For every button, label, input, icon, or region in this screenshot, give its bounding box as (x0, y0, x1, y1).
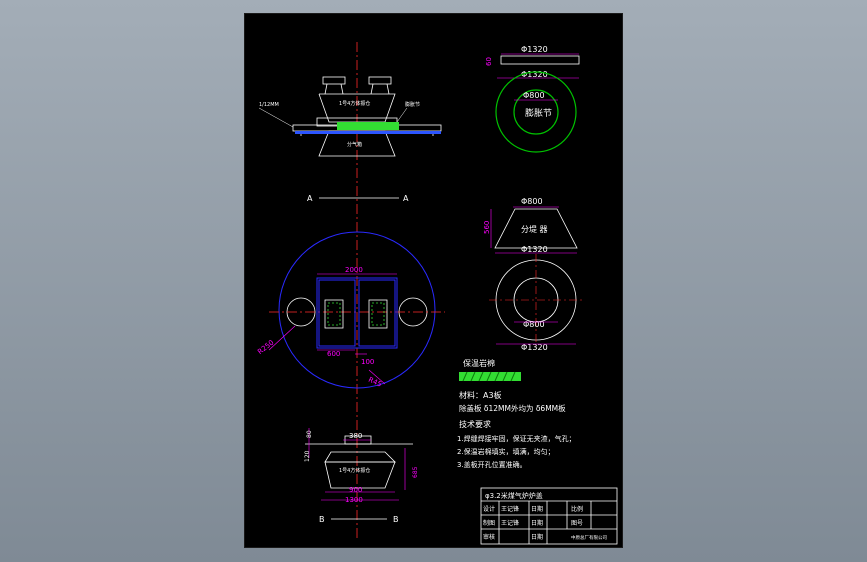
notes-tech-title: 技术要求 (459, 419, 491, 429)
section-b-left-label: B (319, 515, 325, 524)
drawing-canvas: 1/12MM 1号4方体振仓 膨胀节 分气箱 A A 2000 R250 600… (256, 42, 618, 545)
distributor-dim-height: 560 (483, 221, 491, 234)
expansion-joint-plate (500, 55, 580, 65)
plan-dim-100: 100 (361, 358, 374, 366)
section-b-dimensions (308, 428, 406, 501)
section-b-dim-120: 120 (304, 450, 311, 462)
expansion-joint-dim-top: Φ1320 (521, 45, 548, 54)
insulation-band-top (337, 122, 399, 130)
title-block-designer: 王记锋 (501, 505, 519, 513)
section-b-dim-80: 80 (306, 430, 313, 438)
section-b-dim-1300: 1300 (345, 496, 363, 504)
distributor-body (494, 208, 578, 249)
expansion-joint-dim-60: 60 (485, 57, 493, 66)
plan-openings (324, 299, 388, 329)
section-b-dim-685: 685 (412, 466, 419, 478)
section-a-right-label: A (403, 194, 409, 203)
legend-hatch (462, 371, 516, 382)
title-block-drafter: 王记锋 (501, 519, 519, 527)
expansion-joint-inner-ring (513, 89, 559, 135)
title-block-review: 审核 (483, 533, 495, 541)
top-view-lower-label: 分气箱 (347, 141, 362, 148)
notes-req1: 1.焊缝焊接牢固，保证无夹渣，气孔； (457, 434, 576, 443)
plan-dim-600: 600 (327, 350, 340, 358)
distributor-dim-inner: Φ800 (523, 320, 545, 329)
plan-boxes (316, 277, 398, 349)
title-block-design: 设计 (483, 505, 495, 513)
notes-material: 材料：A3板 (459, 390, 502, 400)
insulation-strip-top (295, 131, 441, 134)
leader-left (258, 107, 294, 128)
title-block-drawing: 制图 (483, 519, 495, 527)
distributor-label: 分堤 器 (521, 224, 548, 234)
title-block-date2: 日期 (531, 519, 543, 527)
section-b-dim-900: 900 (349, 486, 362, 494)
title-block-drawing-no: 图号 (571, 520, 583, 527)
expansion-joint-plan-dim: Φ1320 (521, 70, 548, 79)
plan-dim-r250: R250 (256, 339, 275, 357)
top-view-center-label: 1号4方体振仓 (339, 100, 370, 107)
title-block-title: φ3.2米煤气炉炉盖 (485, 491, 543, 500)
expansion-joint-dim-inner: Φ800 (523, 91, 545, 100)
title-block-scale: 比例 (571, 505, 583, 513)
top-view (292, 76, 442, 157)
expansion-joint-outer-ring (495, 71, 577, 153)
legend-swatch (459, 372, 521, 381)
title-block-grid (480, 487, 618, 545)
title-block-date3: 日期 (531, 533, 543, 541)
top-view-right-label: 膨胀节 (405, 101, 420, 108)
notes-plate: 除盖板 δ12MM外均为 δ6MM板 (459, 403, 566, 413)
distributor-dim-outer: Φ1320 (521, 343, 548, 352)
distributor-dim-bottom: Φ1320 (521, 245, 548, 254)
section-b-inner-label: 1号4方体振仓 (339, 467, 370, 474)
expansion-joint-label: 膨胀节 (525, 107, 552, 119)
distributor-inner-circle (513, 277, 559, 323)
notes-req2: 2.保温岩棉填实，填满，均匀； (457, 447, 555, 456)
plan-dimensions (268, 273, 397, 385)
leader-right (396, 107, 408, 123)
plan-dim-2000: 2000 (345, 266, 363, 274)
section-a-left-label: A (307, 194, 313, 203)
distributor-dim-top: Φ800 (521, 197, 543, 206)
legend-title: 保温岩棉 (463, 358, 495, 368)
plan-outer-circle (278, 231, 436, 389)
drawing-sheet: 1/12MM 1号4方体振仓 膨胀节 分气箱 A A 2000 R250 600… (244, 13, 623, 548)
title-block-company: 中原总厂有限公司 (571, 534, 607, 541)
notes-req3: 3.盖板开孔位置准确。 (457, 460, 527, 469)
title-block-date1: 日期 (531, 505, 543, 513)
section-b-view (305, 435, 413, 489)
top-view-left-label: 1/12MM (259, 102, 279, 108)
section-b-dim-380: 380 (349, 432, 362, 440)
section-b-right-label: B (393, 515, 399, 524)
